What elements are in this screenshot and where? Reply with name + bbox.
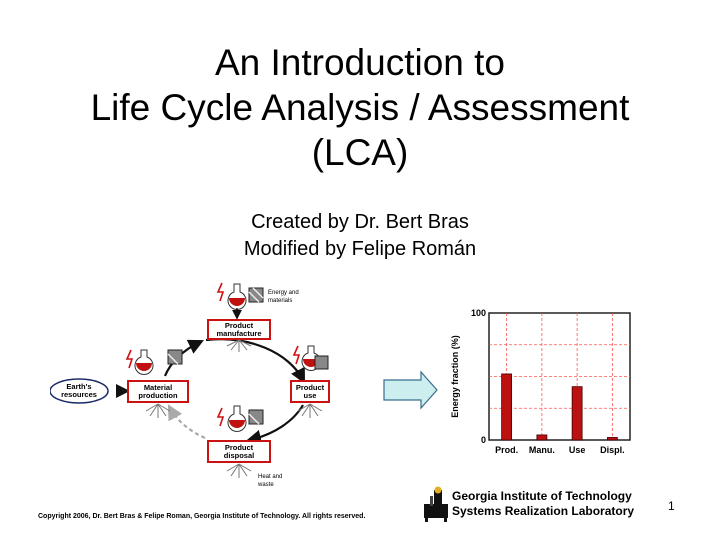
material-icon [248,287,264,303]
y-axis-label: Energy fraction (%) [450,335,460,418]
bar-displ [606,437,618,441]
lab-name: Georgia Institute of Technology Systems … [452,489,634,519]
x-tick-label-use: Use [569,445,586,455]
manufacture-outputs [226,339,252,352]
x-tick-label-displ: Displ. [600,445,625,455]
disposal-label-1: Product [225,443,254,452]
y-tick-label-0: 0 [481,435,486,445]
heat-note-1: Heat and [258,474,282,480]
bar-use [571,386,583,441]
earth-label-2: resources [61,390,97,399]
title-line-2: Life Cycle Analysis / Assessment [90,87,630,128]
earth-resources-node: Earth's resources [50,378,109,404]
bar-manu [536,434,548,441]
flow-arrow-disposal-to-production [167,404,206,440]
manufacture-label-2: manufacture [216,329,261,338]
disposal-outputs [226,463,252,478]
flask-liquid-icon [136,363,152,371]
x-tick-label-manu: Manu. [529,445,555,455]
energy-note-2: materials [268,298,292,304]
use-outputs [297,403,323,418]
x-tick-label-prod: Prod. [495,445,518,455]
page-number: 1 [668,499,675,513]
flask-liquid-icon [229,420,245,428]
product-use-node: Product use [290,380,330,403]
production-outputs [145,403,171,418]
flask-liquid-icon [229,298,245,306]
disposal-label-2: disposal [224,451,254,460]
production-label-2: production [138,391,178,400]
use-label-2: use [304,391,317,400]
earth-label-1: Earth's [66,382,91,391]
title-line-1: An Introduction to [214,42,506,83]
laboratory-name: Systems Realization Laboratory [452,504,635,518]
modified-by: Modified by Felipe Román [243,238,477,260]
product-disposal-node: Product disposal [207,440,271,463]
lightning-icon [216,282,225,302]
energy-note-1: Energy and [268,290,299,296]
lightning-icon [292,345,301,365]
material-production-node: Material production [127,380,189,403]
slide-subtitle: Created by Dr. Bert Bras Modified by Fel… [0,209,720,263]
institute-name: Georgia Institute of Technology [452,489,632,503]
y-tick-label-100: 100 [471,308,486,318]
material-icon [248,409,264,425]
material-icon [167,349,183,365]
lightning-icon [216,407,225,427]
production-inputs [125,349,183,375]
created-by: Created by Dr. Bert Bras [251,211,469,233]
use-inputs [292,345,329,371]
flow-arrow-manufacture-to-use [205,338,306,384]
title-line-3: (LCA) [311,132,409,173]
copyright-notice: Copyright 2006, Dr. Bert Bras & Felipe R… [38,513,366,520]
slide-title: An Introduction to Life Cycle Analysis /… [0,40,720,175]
production-label-1: Material [144,383,172,392]
use-label-1: Product [296,383,325,392]
manufacture-inputs [216,282,264,320]
product-manufacture-node: Product manufacture [207,319,271,340]
georgia-tech-logo [424,486,448,522]
lifecycle-diagram: Earth's resources Product manufacture Ma… [50,282,330,488]
material-icon [314,355,329,370]
heat-note-2: waste [257,482,274,488]
lightning-icon [125,349,134,369]
disposal-inputs [216,405,264,432]
manufacture-label-1: Product [225,321,254,330]
bar-prod [501,373,513,441]
block-arrow-icon [383,370,438,410]
